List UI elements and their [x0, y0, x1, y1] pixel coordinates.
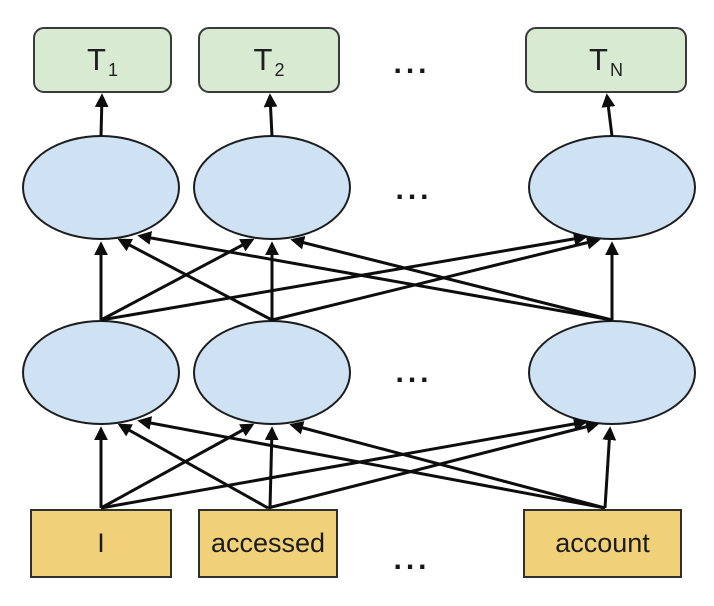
ellipsis-lower-layer: ...	[395, 356, 433, 389]
hidden-node-lower-2	[193, 320, 351, 425]
output-label-tn: T	[589, 42, 608, 77]
arrows-lower-to-upper	[94, 231, 619, 322]
output-subscript-tn: N	[609, 59, 623, 80]
hidden-node-lower-3	[528, 320, 696, 425]
ellipsis-upper-layer: ...	[395, 173, 433, 206]
hidden-node-lower-1	[22, 320, 180, 425]
input-box-account: account	[523, 509, 682, 578]
arrows-upper-to-outputs	[94, 93, 616, 137]
hidden-node-upper-2	[193, 135, 351, 240]
hidden-node-upper-1	[22, 135, 180, 240]
hidden-node-upper-3	[528, 135, 696, 240]
output-subscript-t2: 2	[274, 59, 285, 80]
ellipsis-input-row: ...	[393, 543, 431, 576]
output-label-t1: T	[87, 42, 106, 77]
input-box-i: I	[30, 509, 172, 578]
ellipsis-output-row: ...	[393, 47, 431, 80]
output-subscript-t1: 1	[107, 59, 118, 80]
input-box-accessed: accessed	[198, 509, 338, 578]
output-label-t2: T	[253, 42, 273, 77]
arrows-inputs-to-lower	[94, 416, 617, 510]
